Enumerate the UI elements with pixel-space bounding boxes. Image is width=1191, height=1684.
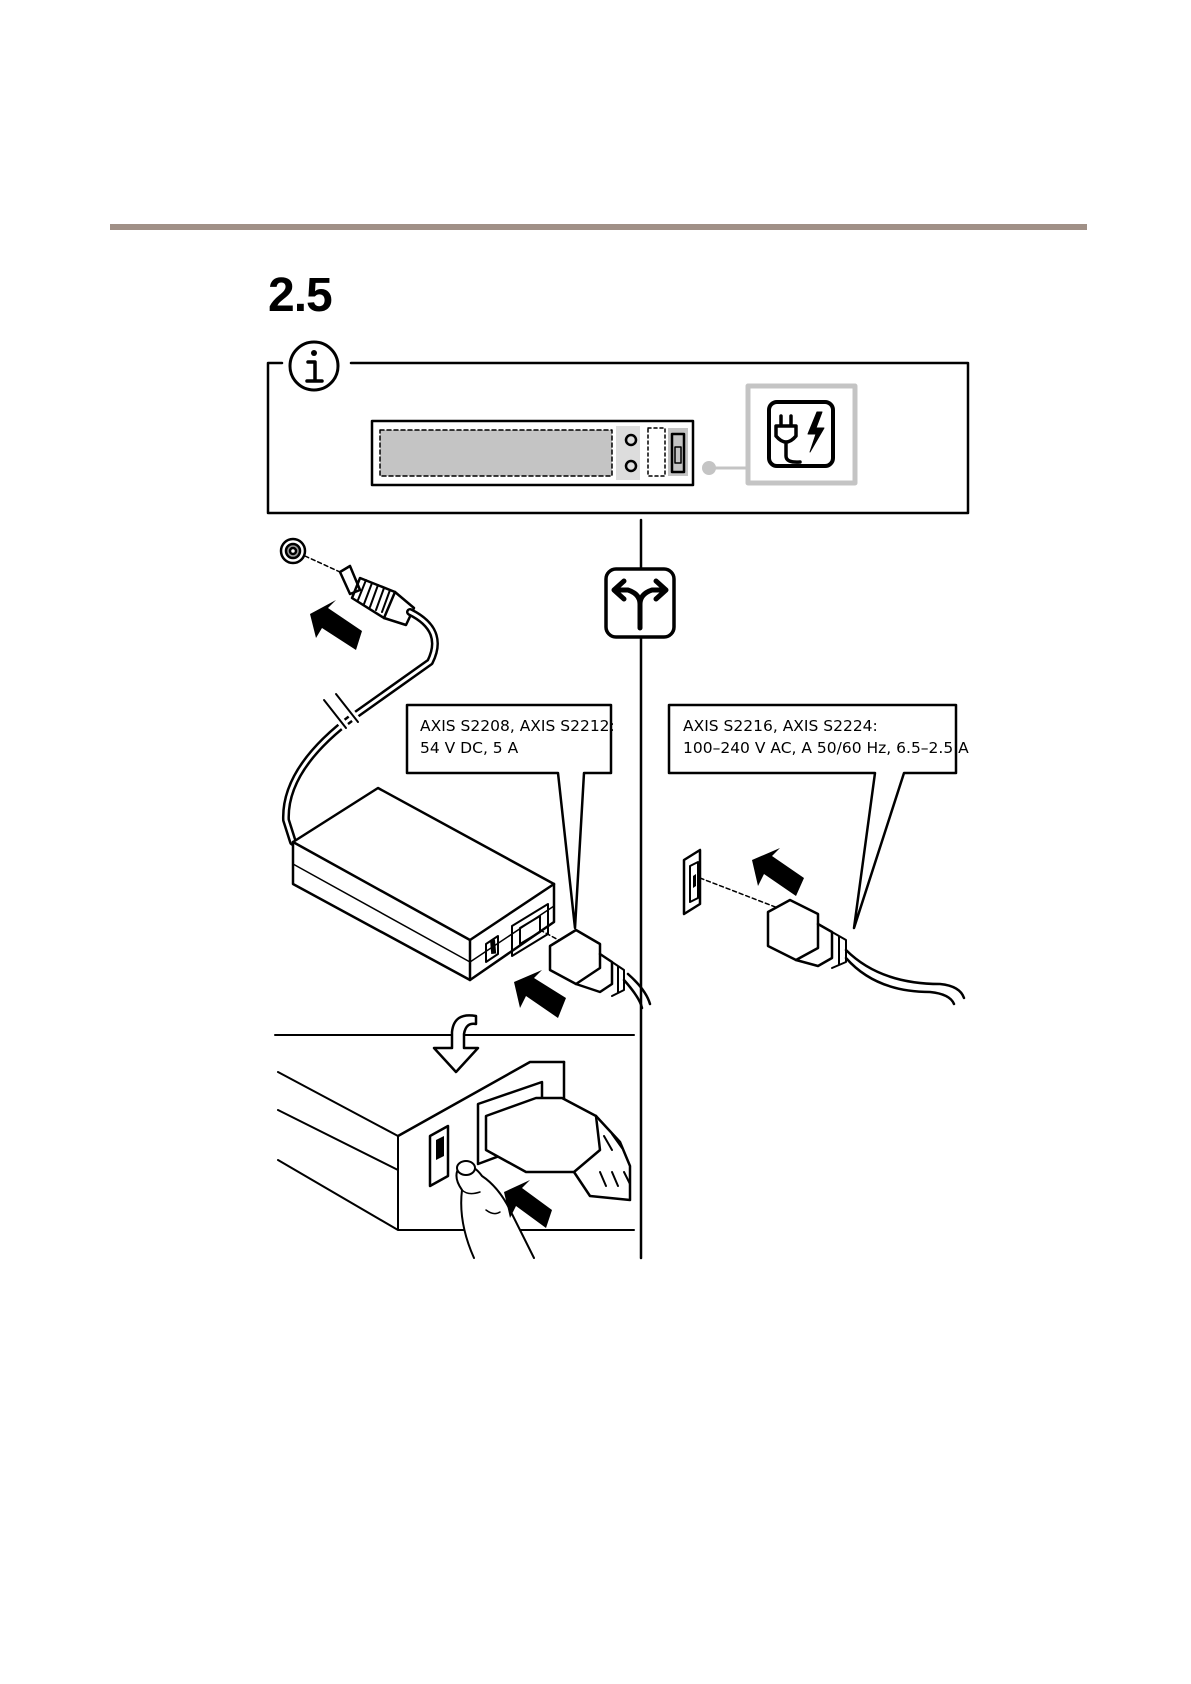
split-arrow-icon xyxy=(606,569,674,637)
dc-plug xyxy=(340,566,414,625)
push-arrow xyxy=(310,600,362,650)
switch-front-panel xyxy=(372,421,693,485)
down-arrow-icon xyxy=(434,1015,478,1072)
callout-right-models: AXIS S2216, AXIS S2224: xyxy=(683,715,969,737)
info-icon xyxy=(290,342,338,390)
callout-left-text: AXIS S2208, AXIS S2212: 54 V DC, 5 A xyxy=(420,715,615,759)
ac-plug-switch xyxy=(768,900,964,1004)
power-adapter xyxy=(293,788,554,980)
adapter-detail xyxy=(278,1062,634,1230)
callout-left-rating: 54 V DC, 5 A xyxy=(420,737,615,759)
power-plug-icon xyxy=(769,402,833,466)
dc-jack xyxy=(281,539,305,563)
ac-inlet-switch xyxy=(684,850,700,914)
callout-right-rating: 100–240 V AC, A 50/60 Hz, 6.5–2.5 A xyxy=(683,737,969,759)
ac-plug-adapter xyxy=(550,930,650,1008)
callout-right-text: AXIS S2216, AXIS S2224: 100–240 V AC, A … xyxy=(683,715,969,759)
callout-left-models: AXIS S2208, AXIS S2212: xyxy=(420,715,615,737)
